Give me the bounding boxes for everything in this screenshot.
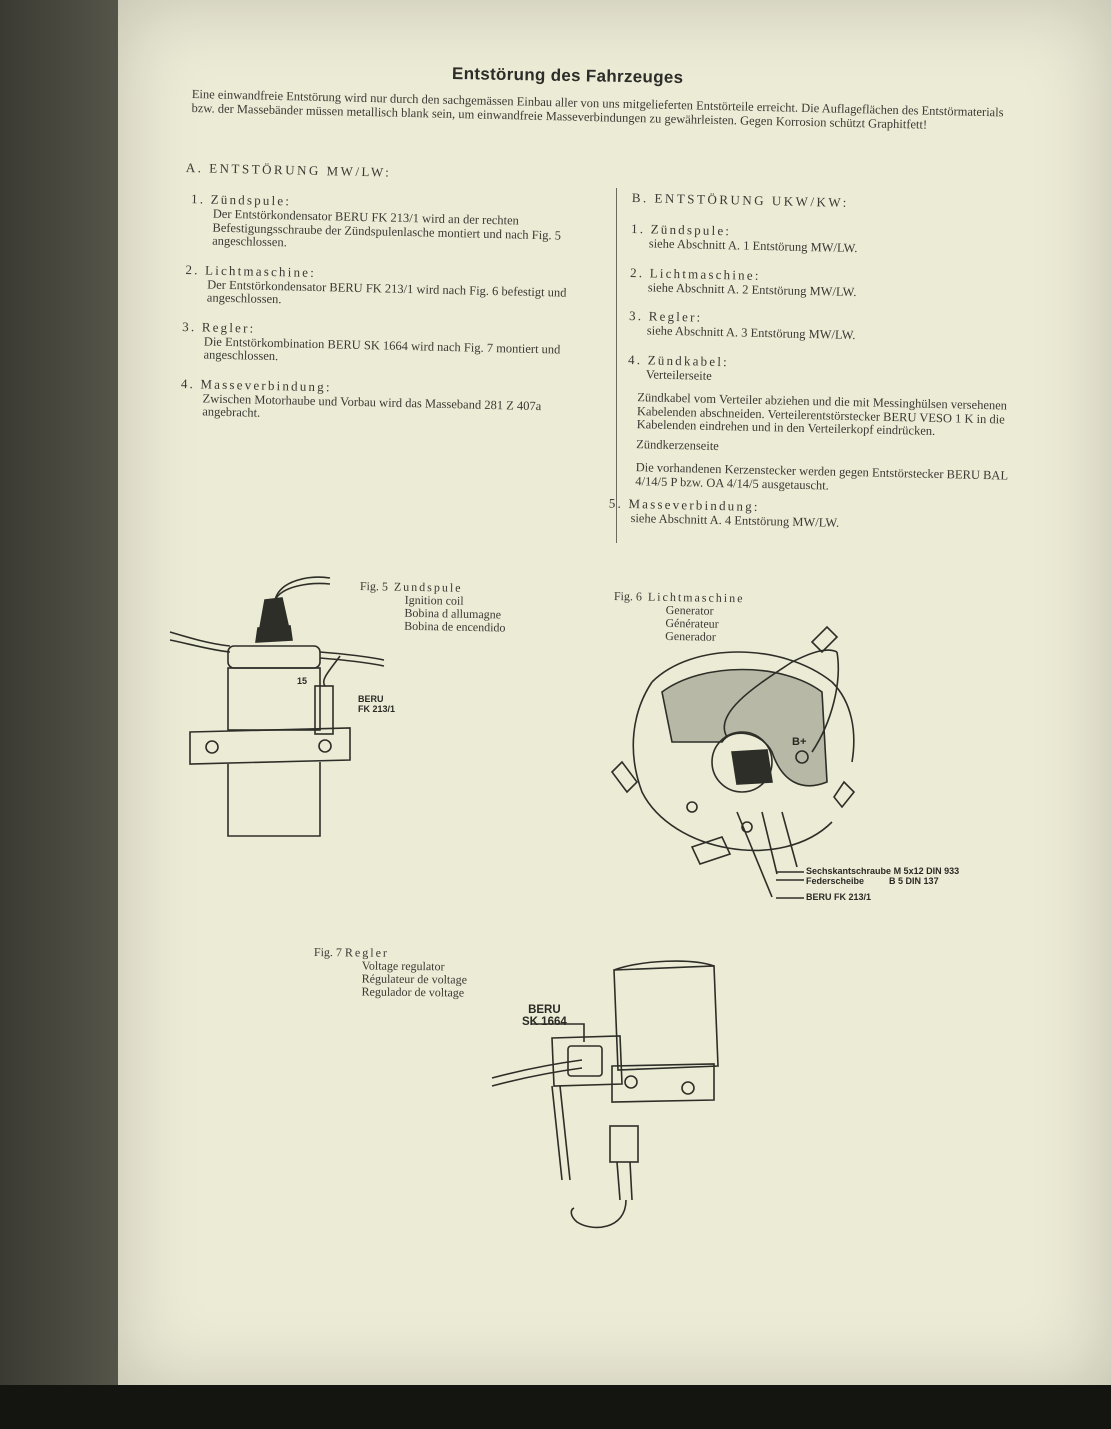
generator-drawing xyxy=(610,625,856,898)
voltage-regulator-drawing xyxy=(491,960,719,1229)
page-title: Entstörung des Fahrzeuges xyxy=(451,63,684,88)
fig7-line: Regulador de voltage xyxy=(361,984,465,1000)
background-bottom xyxy=(0,1385,1111,1429)
section-a-item: 1. Zündspule: Der Entstörkondensator BER… xyxy=(184,191,605,257)
fig7-number: Fig. 7 xyxy=(313,945,343,960)
fig6-callout1-spec: M 5x12 DIN 933 xyxy=(893,866,960,876)
fig5-part-label: BERU FK 213/1 xyxy=(358,694,395,714)
column-divider xyxy=(616,188,617,543)
item-body: Zündkabel vom Verteiler abziehen und die… xyxy=(636,390,1008,438)
fig5-part-line1: BERU xyxy=(358,694,384,704)
fig7-part-line2: SK 1664 xyxy=(522,1016,567,1028)
fig6-number: Fig. 6 xyxy=(613,589,643,604)
fig6-callout2-spec: B 5 DIN 137 xyxy=(889,876,939,886)
ignition-coil-drawing xyxy=(169,576,385,837)
fig6-callout3: BERU FK 213/1 xyxy=(806,892,872,902)
item-body: Die vorhandenen Kerzenstecker werden geg… xyxy=(635,460,1008,493)
section-b-item: 1. Zündspule: siehe Abschnitt A. 1 Entst… xyxy=(631,221,1022,259)
fig6-callout2-name: Federscheibe xyxy=(806,876,865,886)
section-b-item: 2. Lichtmaschine: siehe Abschnitt A. 2 E… xyxy=(630,264,1021,302)
fig7-caption-block: Fig. 7 Regler Voltage regulator Régulate… xyxy=(313,945,467,1000)
section-b-item: 4. Zündkabel: Verteilerseite Zündkabel v… xyxy=(625,351,1018,496)
fig6-callout1-name: Sechskantschraube xyxy=(806,866,892,876)
item-body: Zündkerzenseite xyxy=(636,436,719,453)
background-left xyxy=(0,0,118,1390)
section-a-item: 2. Lichtmaschine: Der Entstörkondensator… xyxy=(183,261,604,314)
fig6-callouts: Sechskantschraube M 5x12 DIN 933 Federsc… xyxy=(806,866,959,902)
fig6-callout-leaders xyxy=(776,871,804,899)
section-b-item: 3. Regler: siehe Abschnitt A. 3 Entstöru… xyxy=(629,308,1020,346)
fig5-terminal-label: 15 xyxy=(297,676,308,686)
document-page xyxy=(118,0,1111,1390)
section-b: B. ENTSTÖRUNG UKW/KW: 1. Zündspule: sieh… xyxy=(609,190,1022,534)
fig6-terminal-label: B+ xyxy=(792,736,807,748)
fig5-part-line2: FK 213/1 xyxy=(358,704,396,714)
fig7-part-label: BERU SK 1664 xyxy=(522,1004,567,1028)
section-a: A. ENTSTÖRUNG MW/LW: 1. Zündspule: Der E… xyxy=(180,160,606,428)
item-body: Der Entstörkondensator BERU FK 213/1 wir… xyxy=(212,206,562,250)
section-a-item: 3. Regler: Die Entstörkombination BERU S… xyxy=(181,318,602,371)
fig7-part-line1: BERU xyxy=(528,1004,561,1016)
